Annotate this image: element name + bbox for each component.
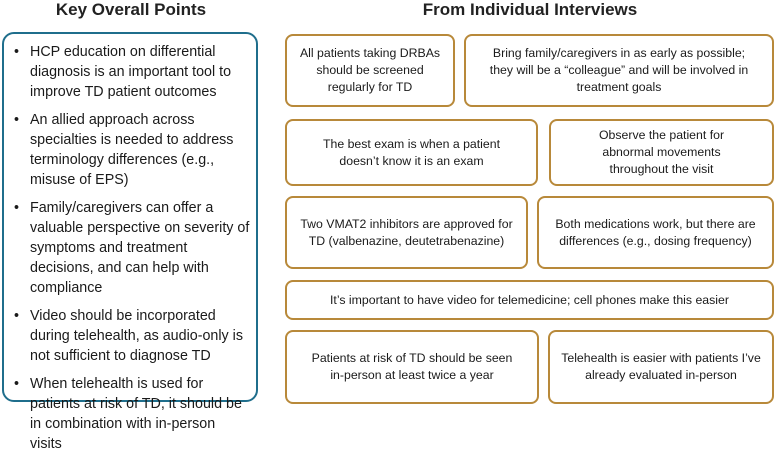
interviews-heading: From Individual Interviews [422,0,638,19]
interview-box-vmat2: Two VMAT2 inhibitors are approved for TD… [285,196,528,269]
key-point-text: When telehealth is used for patients at … [30,376,242,452]
bullet-icon: • [14,44,20,60]
key-point-text: HCP education on differential diagnosis … [30,44,232,100]
key-points-list: • HCP education on differential diagnosis… [12,42,250,454]
interview-text: Observe the patient for abnormal movemen… [598,128,725,176]
interview-box-medications: Both medications work, but there are dif… [537,196,774,269]
interview-box-in-person: Patients at risk of TD should be seen in… [285,330,539,404]
key-point: • Family/caregivers can offer a valuable … [12,198,250,298]
key-point: • Video should be incorporated during tel… [12,306,250,366]
key-point: • HCP education on differential diagnosis… [12,42,250,102]
interview-text: It’s important to have video for telemed… [330,292,729,307]
interview-box-family: Bring family/caregivers in as early as p… [464,34,774,107]
bullet-icon: • [14,200,20,216]
interview-text: Telehealth is easier with patients I’ve … [561,351,761,382]
interview-text: All patients taking DRBAs should be scre… [299,46,441,94]
key-point: • When telehealth is used for patients at… [12,374,250,454]
bullet-icon: • [14,308,20,324]
bullet-icon: • [14,112,20,128]
key-point-text: Video should be incorporated during tele… [30,308,244,364]
key-point: • An allied approach across specialties i… [12,110,250,190]
interview-box-video: It’s important to have video for telemed… [285,280,774,320]
interview-box-observe: Observe the patient for abnormal movemen… [549,119,774,186]
interview-box-screening: All patients taking DRBAs should be scre… [285,34,455,107]
interview-box-telehealth: Telehealth is easier with patients I’ve … [548,330,774,404]
interview-box-best-exam: The best exam is when a patient doesn’t … [285,119,538,186]
key-points-heading: Key Overall Points [55,0,207,19]
interview-text: Bring family/caregivers in as early as p… [489,46,749,94]
key-point-text: Family/caregivers can offer a valuable p… [30,200,250,296]
interview-text: Patients at risk of TD should be seen in… [311,351,513,382]
interview-text: Both medications work, but there are dif… [555,216,756,248]
key-point-text: An allied approach across specialties is… [30,112,234,188]
key-points-panel: • HCP education on differential diagnosis… [2,32,258,452]
interview-text: The best exam is when a patient doesn’t … [322,136,501,168]
interview-text: Two VMAT2 inhibitors are approved for TD… [300,216,513,248]
bullet-icon: • [14,376,20,392]
